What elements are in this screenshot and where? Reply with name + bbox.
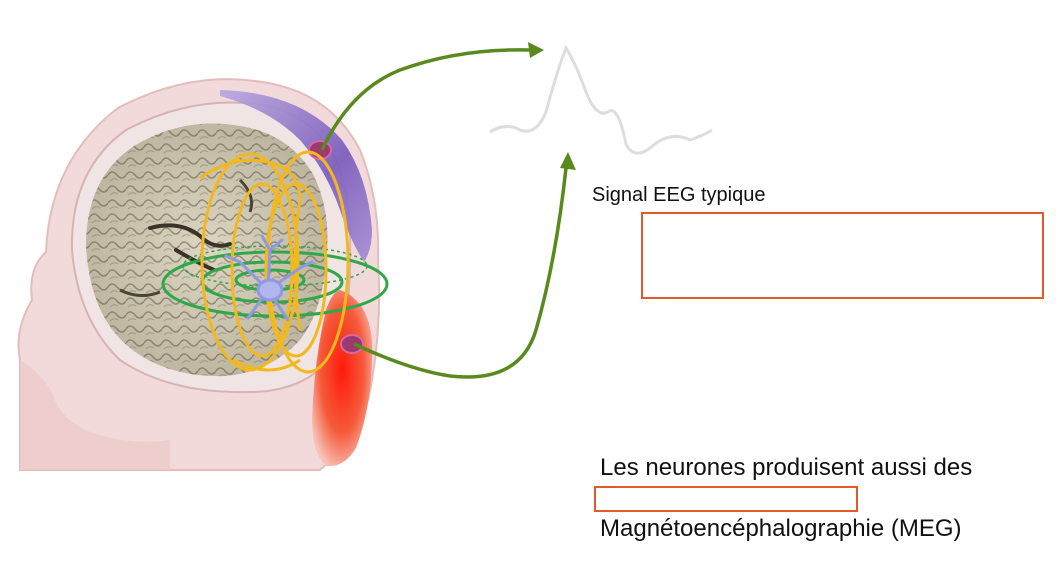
scalp-potential-red (312, 290, 373, 467)
neuron (224, 234, 314, 322)
scalp-potential-purple (220, 90, 372, 262)
meg-answer-box (594, 486, 858, 512)
meg-text-line-2: Magnétoencéphalographie (MEG) (600, 515, 962, 542)
arrow-bottom (353, 152, 576, 379)
eeg-signal-label: Signal EEG typique (592, 184, 766, 206)
magnetic-ring-outer (161, 250, 389, 318)
electrode-bottom (340, 334, 364, 354)
eeg-signal-trace (489, 44, 713, 155)
eeg-answer-box (641, 212, 1044, 299)
face-profile (20, 360, 170, 470)
arrow-top (320, 42, 544, 151)
meg-text-line-1: Les neurones produisent aussi des (600, 454, 973, 481)
